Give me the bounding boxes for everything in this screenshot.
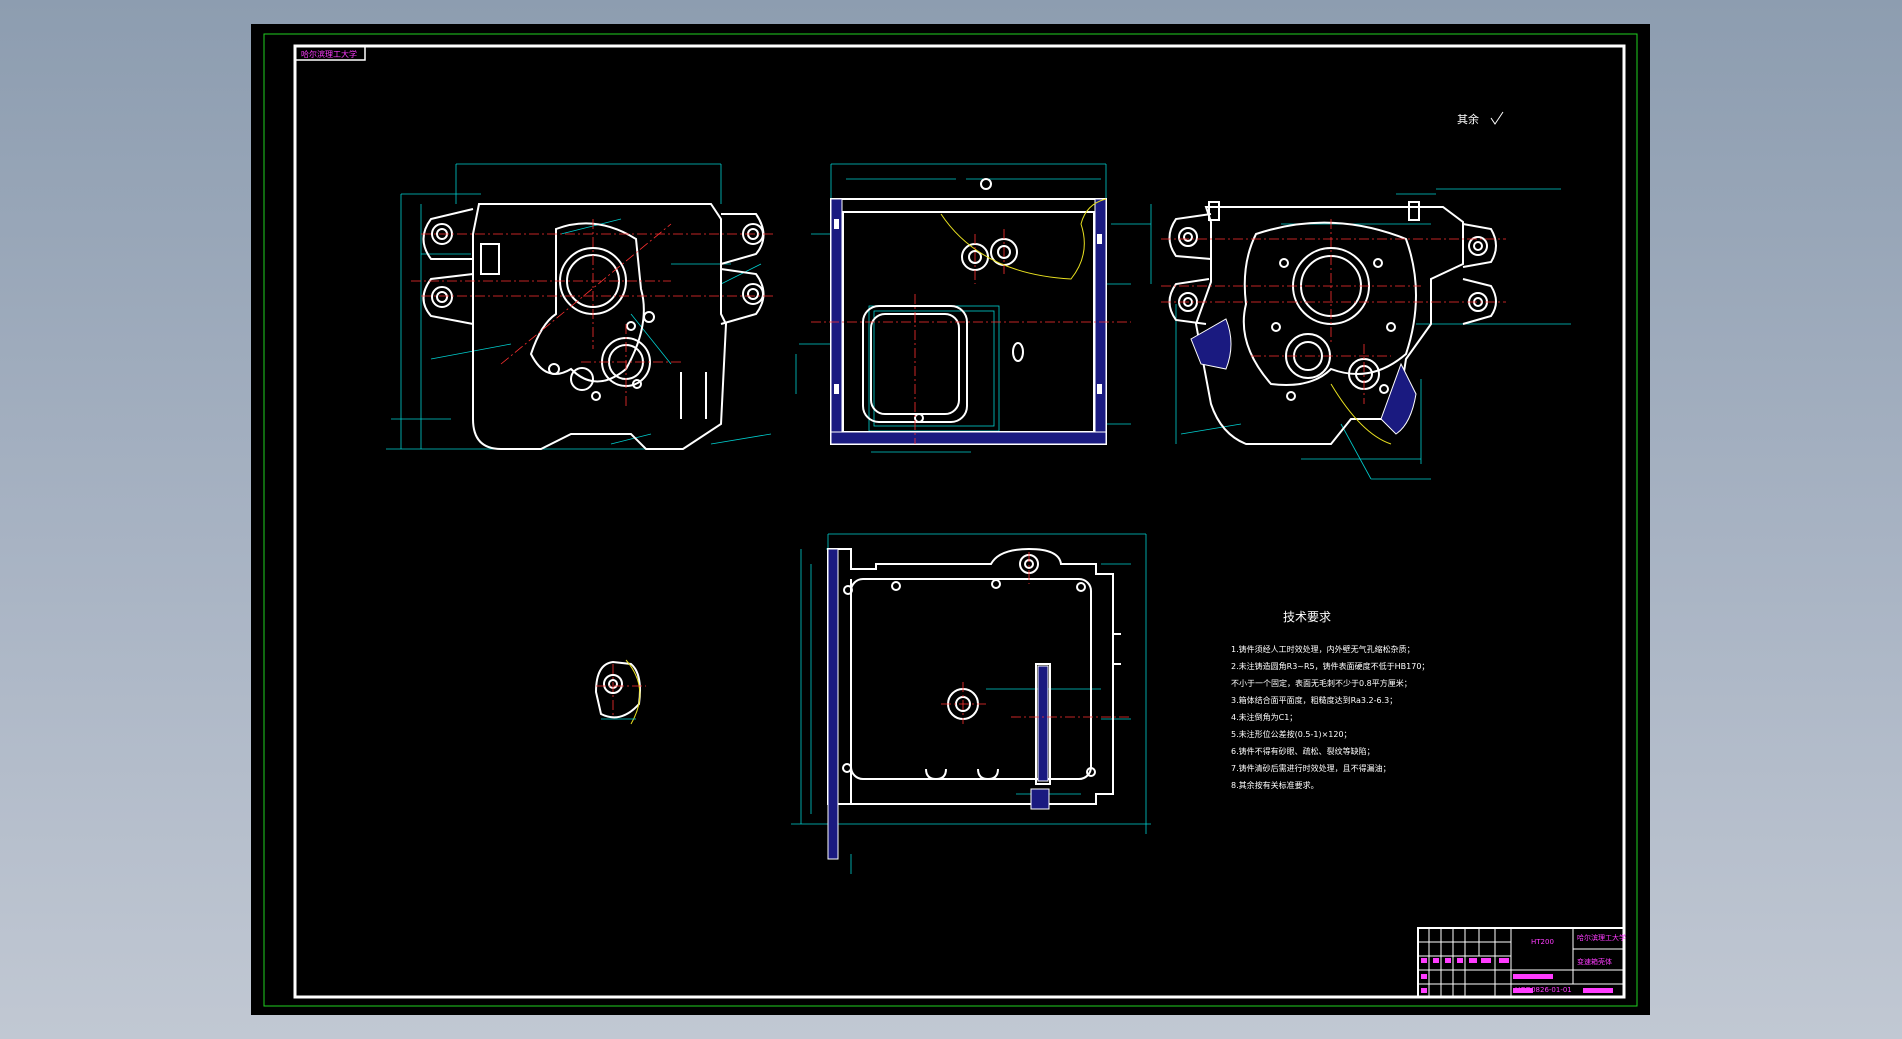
middle-view xyxy=(795,163,1151,453)
material-text: HT200 xyxy=(1531,938,1554,946)
section-boundary xyxy=(940,198,1107,280)
left-view xyxy=(386,163,776,450)
requirement-item: 1.铸件须经人工时效处理，内外壁无气孔缩松杂质； xyxy=(1231,644,1415,654)
drawing-sheet: 哈尔滨理工大学 其余 xyxy=(251,24,1650,1015)
requirement-item: 3.箱体结合面平面度，粗糙度达到Ra3.2-6.3； xyxy=(1231,695,1397,705)
requirement-item: 2.未注铸造圆角R3~R5，铸件表面硬度不低于HB170； xyxy=(1231,661,1429,671)
requirement-item: 5.未注形位公差按(0.5-1)×120； xyxy=(1231,729,1352,739)
technical-requirements: 技术要求 1.铸件须经人工时效处理，内外壁无气孔缩松杂质； 2.未注铸造圆角R3… xyxy=(1231,610,1429,790)
requirement-item: 6.铸件不得有砂眼、疏松、裂纹等缺陷； xyxy=(1231,746,1375,756)
school-text: 哈尔滨理工大学 xyxy=(1577,933,1626,942)
requirement-item: 不小于一个固定，表面无毛刺不少于0.8平方厘米； xyxy=(1231,678,1412,688)
requirements-title: 技术要求 xyxy=(1283,610,1331,624)
corner-tag-text: 哈尔滨理工大学 xyxy=(301,49,357,59)
right-view xyxy=(1150,188,1571,480)
drawing-canvas: 哈尔滨理工大学 其余 xyxy=(263,33,1638,1007)
inner-frame xyxy=(293,44,1626,999)
title-block: HT200 哈尔滨理工大学 变速箱壳体 HGD0826-01-01 xyxy=(1417,927,1626,998)
roughness-symbol-icon xyxy=(1490,111,1504,125)
surface-note: 其余 xyxy=(1457,112,1479,126)
outer-frame xyxy=(263,33,1638,1007)
bottom-view xyxy=(791,533,1151,874)
corner-tag-box xyxy=(294,45,366,61)
requirement-item: 4.未注倒角为C1； xyxy=(1231,712,1297,722)
section-hatch-right xyxy=(1380,362,1417,435)
section-hatch-left xyxy=(1190,318,1232,370)
part-name-text: 变速箱壳体 xyxy=(1577,957,1612,966)
drawing-number-text: HGD0826-01-01 xyxy=(1515,986,1572,994)
detail-view xyxy=(594,659,646,725)
requirement-item: 7.铸件清砂后需进行时效处理，且不得漏油； xyxy=(1231,763,1391,773)
requirement-item: 8.其余按有关标准要求。 xyxy=(1231,780,1319,790)
